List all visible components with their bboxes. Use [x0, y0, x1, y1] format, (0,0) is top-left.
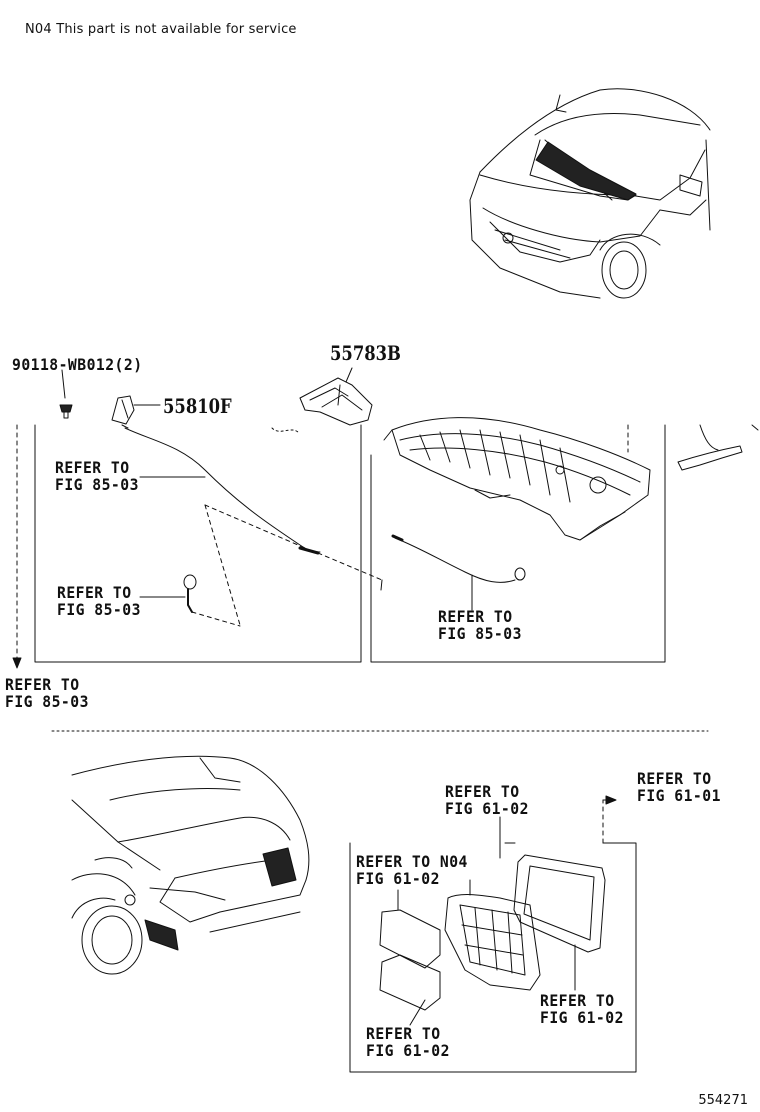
hood-seal-part-number: 55810F	[163, 394, 232, 418]
seal-ring-drawing	[513, 854, 606, 953]
pad-lower-drawing	[379, 954, 441, 1011]
left-bracket-box	[34, 424, 362, 663]
hood-seal-drawing	[111, 395, 135, 425]
rear-highlight-right	[262, 847, 297, 887]
cowl-highlight	[535, 141, 637, 201]
clip-drawing	[59, 404, 73, 419]
lower-box	[349, 842, 637, 1073]
washer-nozzle-drawing	[183, 574, 197, 613]
rear-highlight-left	[144, 919, 179, 951]
grille-part-drawing	[444, 894, 541, 991]
clip-part-number: 90118-WB012(2)	[12, 355, 143, 374]
cowl-top-part-number: 55783B	[330, 341, 401, 365]
center-bracket-box	[370, 424, 666, 663]
service-note: N04 This part is not available for servi…	[25, 22, 297, 37]
side-seal-drawing	[677, 445, 743, 471]
illustration-number: 554271	[698, 1093, 748, 1108]
rear-car-illustration	[71, 755, 310, 975]
cowl-panel-drawing	[383, 417, 651, 541]
cowl-top-bracket-drawing	[299, 377, 373, 426]
pad-upper-drawing	[379, 909, 441, 969]
front-car-illustration	[469, 88, 711, 299]
